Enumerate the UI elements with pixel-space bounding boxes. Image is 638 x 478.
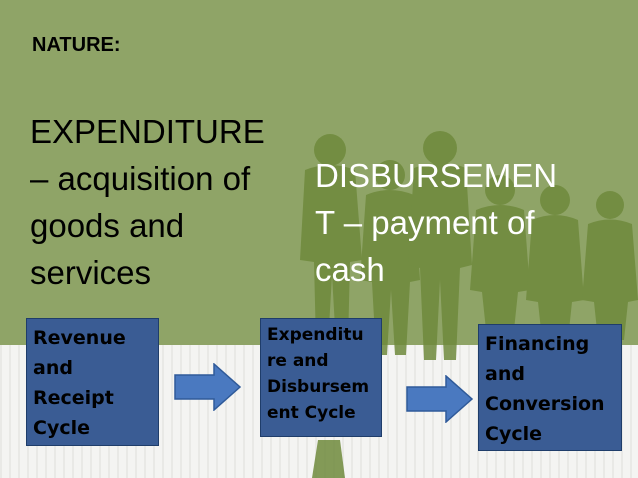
cycle-box-line: Cycle <box>485 423 542 445</box>
expenditure-line-3: goods and <box>30 207 185 244</box>
financing-conversion-cycle-box: Financing and Conversion Cycle <box>478 324 622 451</box>
cycle-box-line: Receipt <box>33 387 114 409</box>
cycle-box-line: and <box>485 363 525 385</box>
expenditure-line-1: EXPENDITURE <box>30 113 265 150</box>
expenditure-line-4: services <box>30 254 152 291</box>
cycle-box-line: Conversion <box>485 393 605 415</box>
disbursement-line-1: DISBURSEMEN <box>315 157 558 194</box>
cycle-box-line: Financing <box>485 333 590 355</box>
right-arrow-icon <box>406 375 474 423</box>
cycle-box-line: re and <box>267 351 329 371</box>
cycle-box-line: Cycle <box>33 417 90 439</box>
right-arrow-icon <box>174 363 242 411</box>
expenditure-definition: EXPENDITURE – acquisition of goods and s… <box>30 108 320 296</box>
cycle-box-line: Revenue <box>33 327 126 349</box>
cycle-box-line: Expenditu <box>267 325 364 345</box>
disbursement-line-3: cash <box>315 251 385 288</box>
expenditure-disbursement-cycle-box: Expenditu re and Disbursem ent Cycle <box>260 318 382 437</box>
slide-heading: NATURE: <box>32 34 121 56</box>
disbursement-line-2: T – payment of <box>315 204 535 241</box>
cycle-box-line: ent Cycle <box>267 403 356 423</box>
cycle-box-line: and <box>33 357 73 379</box>
cycle-box-line: Disbursem <box>267 377 370 397</box>
disbursement-definition: DISBURSEMEN T – payment of cash <box>315 152 615 293</box>
revenue-receipt-cycle-box: Revenue and Receipt Cycle <box>26 318 159 446</box>
expenditure-line-2: – acquisition of <box>30 160 251 197</box>
